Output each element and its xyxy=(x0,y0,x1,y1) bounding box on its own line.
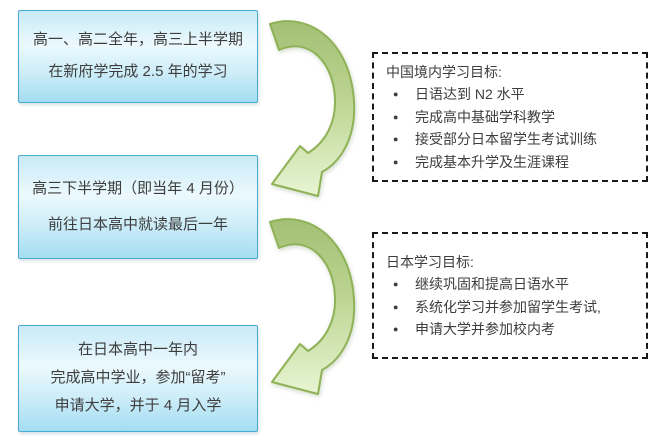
bullet-icon: ● xyxy=(393,156,399,167)
goal-bullet-text: 系统化学习并参加留学生考试, xyxy=(415,298,601,315)
goal-bullet-text: 继续巩固和提高日语水平 xyxy=(415,276,569,292)
stage-text: 高三下半学期（即当年 4 月份） xyxy=(32,179,244,197)
bullet-icon: ● xyxy=(393,279,399,289)
goal-bullet-text: 接受部分日本留学生考试训练 xyxy=(415,131,597,148)
stage-box-transfer: 高三下半学期（即当年 4 月份） 前往日本高中就读最后一年 xyxy=(18,155,258,259)
stage-text: 在日本高中一年内 xyxy=(77,341,198,359)
bullet-icon: ● xyxy=(393,324,399,334)
stage-box-domestic: 高一、高二全年，高三上半学期 在新府学完成 2.5 年的学习 xyxy=(18,10,258,103)
list-item: ● 完成高中基础学科教学 xyxy=(384,106,636,129)
goal-bullet-text: 完成高中基础学科教学 xyxy=(415,108,555,125)
goal-bullet-text: 日语达到 N2 水平 xyxy=(415,86,525,103)
stage-box-japan: 在日本高中一年内 完成高中学业，参加“留考” 申请大学，并于 4 月入学 xyxy=(18,325,258,432)
list-item: ● 申请大学并参加校内考 xyxy=(384,318,636,341)
bullet-icon: ● xyxy=(393,89,399,100)
bullet-icon: ● xyxy=(393,134,399,145)
stage-text: 高一、高二全年，高三上半学期 xyxy=(32,30,243,48)
stage-text: 申请大学，并于 4 月入学 xyxy=(54,397,222,415)
curved-arrow-icon xyxy=(269,20,356,197)
goal-box-japan: 日本学习目标: ● 继续巩固和提高日语水平 ● 系统化学习并参加留学生考试, ●… xyxy=(372,232,648,359)
curved-arrow-icon xyxy=(269,218,356,395)
list-item: ● 接受部分日本留学生考试训练 xyxy=(384,128,636,151)
bullet-icon: ● xyxy=(393,301,399,312)
stage-text: 完成高中学业，参加“留考” xyxy=(50,369,226,387)
list-item: ● 继续巩固和提高日语水平 xyxy=(384,273,636,296)
list-item: ● 完成基本升学及生涯课程 xyxy=(384,151,636,174)
stage-text: 前往日本高中就读最后一年 xyxy=(47,215,228,233)
goal-box-china: 中国境内学习目标: ● 日语达到 N2 水平 ● 完成高中基础学科教学 ● 接受… xyxy=(372,52,648,182)
stage-text: 在新府学完成 2.5 年的学习 xyxy=(48,63,228,81)
list-item: ● 系统化学习并参加留学生考试, xyxy=(384,296,636,319)
list-item: ● 日语达到 N2 水平 xyxy=(384,83,636,106)
bullet-icon: ● xyxy=(393,111,399,122)
goal-title: 中国境内学习目标: xyxy=(386,63,502,80)
goal-title: 日本学习目标: xyxy=(386,253,474,270)
goal-bullet-text: 完成基本升学及生涯课程 xyxy=(415,153,569,170)
goal-bullet-text: 申请大学并参加校内考 xyxy=(415,321,555,337)
